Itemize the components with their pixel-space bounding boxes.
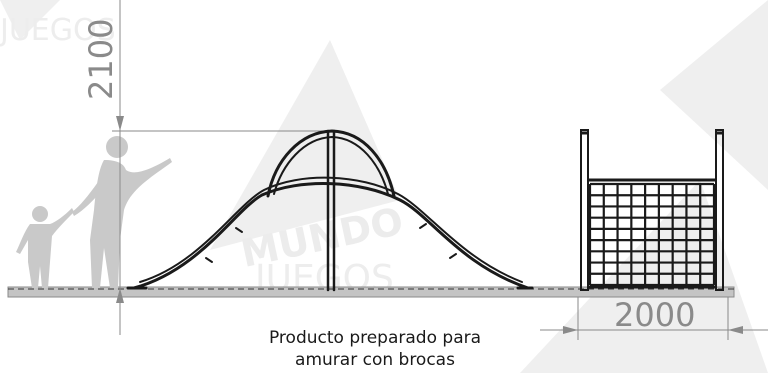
child-silhouette (16, 206, 74, 288)
width-dimension (540, 297, 768, 340)
width-label: 2000 (614, 296, 695, 334)
net-climber (580, 129, 724, 291)
watermark-triangle-right (660, 0, 768, 190)
height-dimension (112, 0, 330, 335)
height-label: 2100 (82, 19, 120, 100)
adult-silhouette (72, 136, 172, 288)
caption-line-2: amurar con brocas (295, 350, 455, 370)
watermark-triangle-corner (0, 0, 60, 40)
watermark-corner-text: JUEGOS (0, 13, 116, 48)
net-grid (588, 182, 716, 287)
watermark-triangle-bottom (520, 180, 768, 373)
arch-climber (126, 129, 534, 292)
caption-line-1: Producto preparado para (268, 328, 482, 348)
